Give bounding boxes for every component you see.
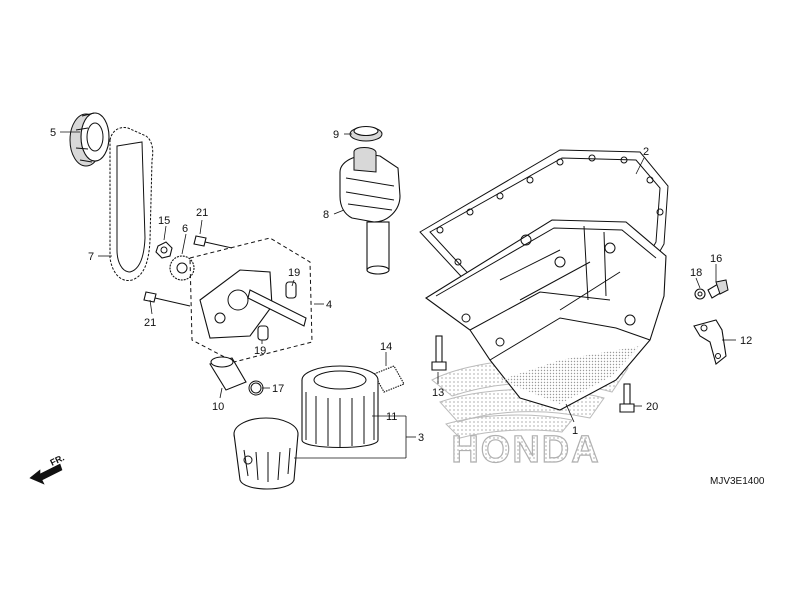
callout-label: 4	[326, 299, 332, 311]
callout-label: 12	[740, 335, 752, 347]
callout-label: 9	[333, 129, 339, 141]
oil-pump-part-4	[189, 237, 313, 363]
drain-bolt-part-16	[707, 279, 729, 299]
strainer-part-8	[339, 147, 401, 275]
callout-label: 10	[212, 401, 224, 413]
nut-part-15	[155, 241, 173, 259]
callout-label: 20	[646, 401, 658, 413]
oil-filter-part-11	[301, 365, 379, 449]
callout-label: 2	[643, 146, 649, 158]
callout-label: 5	[50, 127, 56, 139]
gear-part-6	[169, 255, 195, 281]
filter-boss-part-14	[373, 365, 405, 393]
callout-labels: 1 2 3 4 5 6 7 8 9 10 11 12 13 14 15 16 1…	[50, 127, 752, 444]
chain-part-7	[109, 127, 154, 281]
callout-label: 14	[380, 341, 392, 353]
bolt-part-21-lower	[143, 291, 191, 307]
bolt-part-21-upper	[193, 235, 233, 249]
washer-part-18	[694, 288, 706, 300]
callout-label: 19	[288, 267, 300, 279]
callout-label: 1	[572, 425, 578, 437]
oil-filter-part-3	[233, 417, 299, 490]
o-ring-part-17	[248, 380, 264, 396]
sprocket-part-5	[69, 112, 110, 167]
relief-valve-part-10	[209, 356, 247, 391]
front-direction-marker: FR.	[29, 452, 66, 485]
callout-label: 18	[690, 267, 702, 279]
callout-label: 8	[323, 209, 329, 221]
honda-watermark-text: HONDA	[451, 429, 600, 471]
callout-label: 13	[432, 387, 444, 399]
callout-label: 17	[272, 383, 284, 395]
callout-label: 7	[88, 251, 94, 263]
bolt-part-13	[431, 335, 447, 371]
callout-label: 16	[710, 253, 722, 265]
callout-label: 19	[254, 345, 266, 357]
diagram-code: MJV3E1400	[710, 476, 765, 487]
bolt-part-20	[619, 383, 635, 413]
callout-label: 11	[386, 411, 397, 423]
front-label: FR.	[48, 452, 65, 467]
callout-label: 15	[158, 215, 170, 227]
oil-pan-part-1	[425, 219, 667, 411]
callout-label: 21	[196, 207, 208, 219]
callout-label: 6	[182, 223, 188, 235]
arrow-left-icon	[29, 463, 63, 485]
callout-leaders	[60, 131, 736, 459]
callout-label: 21	[144, 317, 156, 329]
callout-label: 3	[418, 432, 424, 444]
bracket-part-12	[693, 319, 727, 365]
seal-part-9	[349, 125, 383, 142]
